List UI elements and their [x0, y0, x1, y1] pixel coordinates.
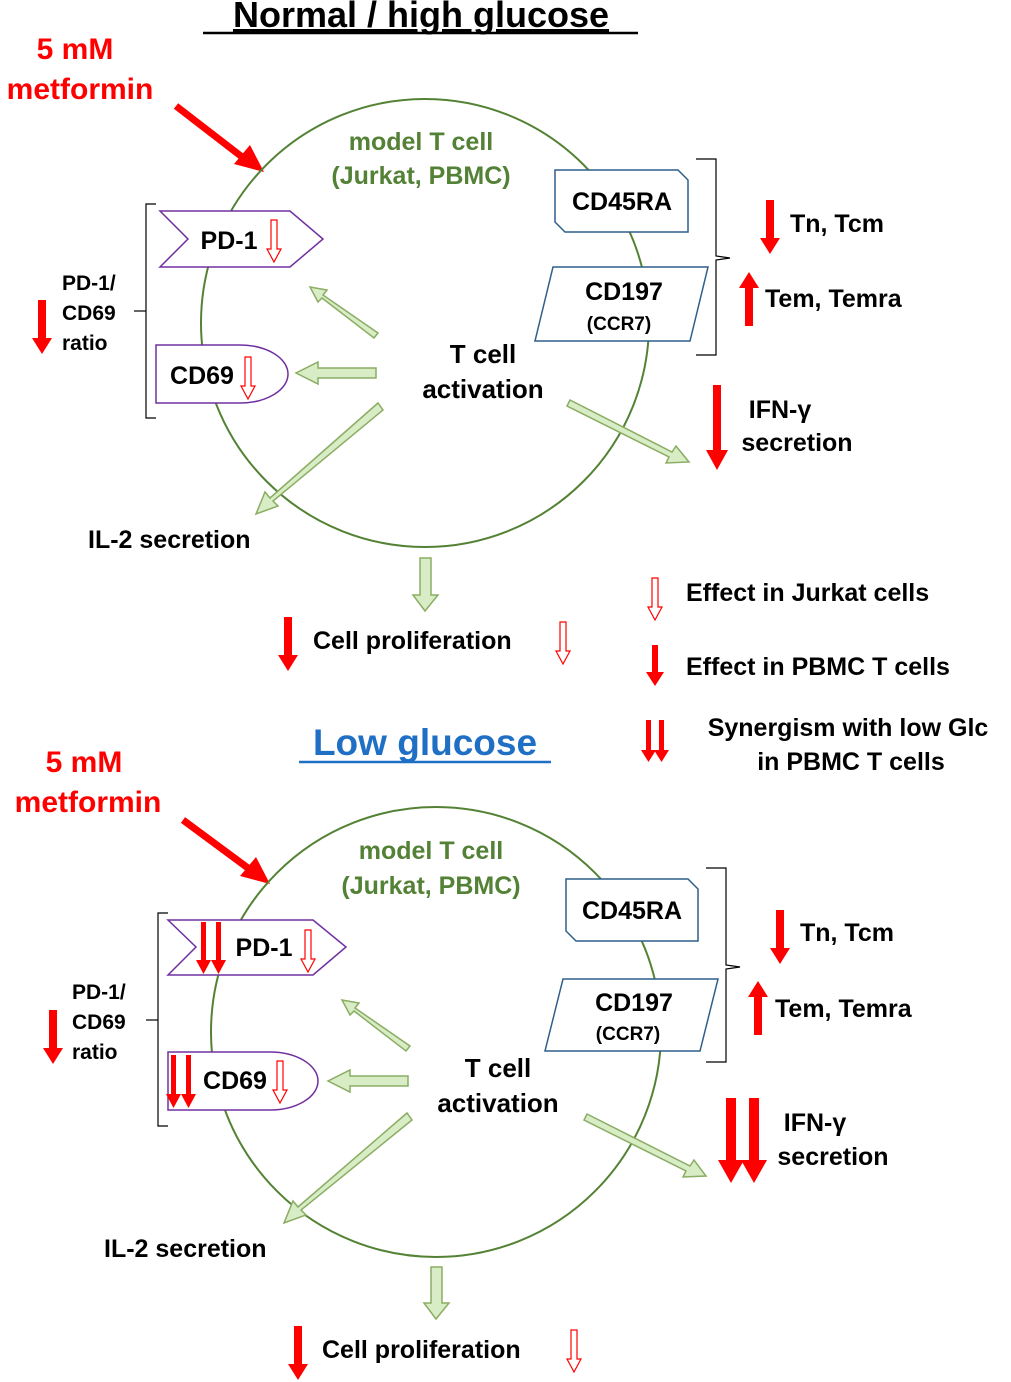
bottom-ratio-label-line2: CD69 — [72, 1011, 126, 1034]
bottom-tn-pbmc-arrow — [770, 910, 790, 964]
bottom-title: Low glucose — [313, 722, 537, 763]
legend-pbmc-label: Effect in PBMC T cells — [686, 653, 950, 681]
top-tn-pbmc-arrow — [760, 200, 780, 254]
top-cd197-label: CD197 — [585, 278, 663, 306]
bottom-ratio-label-line1: PD-1/ — [72, 981, 126, 1004]
top-drug-arrowhead — [234, 145, 264, 172]
top-activation-to-pd1-arrow — [308, 285, 380, 340]
bottom-drug-arrowhead — [240, 857, 270, 884]
bottom-tem-pbmc-arrow — [748, 981, 768, 1035]
legend-synergy-line2: in PBMC T cells — [757, 748, 945, 776]
legend-synergy-arrow-right — [654, 720, 669, 762]
bottom-cd197-label: CD197 — [595, 989, 673, 1017]
top-tn-tcm-label: Tn, Tcm — [790, 210, 884, 238]
top-cell-label-line1: model T cell — [349, 128, 493, 156]
bottom-proliferation-pbmc-arrow — [288, 1326, 308, 1380]
top-cd69-shape — [155, 344, 289, 404]
top-cd45ra-label: CD45RA — [572, 188, 672, 216]
top-ifn-label-line2: secretion — [741, 429, 852, 457]
top-cd45ra-box — [554, 169, 689, 233]
bottom-ratio-label-line3: ratio — [72, 1041, 118, 1064]
bottom-ifn-label-line2: secretion — [777, 1143, 888, 1171]
bottom-ifn-synergy-arrow-left — [718, 1098, 744, 1183]
bottom-activation-to-proliferation-arrow — [422, 1266, 451, 1321]
top-activation-line1: T cell — [450, 339, 516, 369]
top-panel: Normal / high glucose 5 mM metformin mod… — [7, 0, 903, 671]
legend-pbmc-arrow — [646, 645, 664, 686]
bottom-proliferation-label: Cell proliferation — [322, 1336, 521, 1364]
top-right-bracket — [696, 158, 731, 356]
bottom-panel: Low glucose 5 mM metformin model T cell … — [15, 722, 913, 1380]
top-title: Normal / high glucose — [233, 0, 609, 35]
top-tem-pbmc-arrow — [739, 272, 759, 326]
legend: Effect in Jurkat cells Effect in PBMC T … — [641, 577, 989, 776]
bottom-ifn-label-line1: IFN-γ — [784, 1109, 847, 1137]
bottom-pd1-label: PD-1 — [236, 934, 293, 962]
legend-synergy-arrow-left — [641, 720, 656, 762]
top-activation-to-ifn-arrow — [565, 398, 691, 464]
legend-jurkat-arrow — [647, 577, 663, 621]
bottom-drug-arrow — [180, 817, 255, 874]
top-ratio-label-line3: ratio — [62, 332, 108, 355]
top-activation-to-il2-arrow — [254, 401, 385, 516]
bottom-cell-label-line2: (Jurkat, PBMC) — [341, 872, 520, 900]
bottom-ratio-pbmc-arrow — [43, 1010, 63, 1064]
bottom-activation-line1: T cell — [465, 1053, 531, 1083]
bottom-drug-label-line1: 5 mM — [46, 746, 123, 779]
top-proliferation-pbmc-arrow — [278, 617, 298, 671]
bottom-tem-temra-label: Tem, Temra — [775, 995, 913, 1023]
bottom-activation-to-cd69-arrow — [326, 1068, 409, 1094]
bottom-cd69-label: CD69 — [203, 1067, 267, 1095]
bottom-proliferation-jurkat-arrow — [566, 1329, 582, 1373]
bottom-ifn-synergy-arrow-right — [741, 1098, 767, 1183]
bottom-cd69-synergy-arrow-right — [181, 1055, 196, 1108]
bottom-cd69-synergy-arrow-left — [166, 1055, 181, 1108]
top-ratio-pbmc-arrow — [32, 300, 52, 354]
bottom-drug-label-line2: metformin — [15, 786, 162, 819]
top-ccr7-label: (CCR7) — [587, 314, 651, 335]
legend-jurkat-label: Effect in Jurkat cells — [686, 579, 929, 607]
bottom-activation-to-il2-arrow — [282, 1111, 414, 1225]
bottom-ccr7-label: (CCR7) — [596, 1024, 660, 1045]
top-activation-to-proliferation-arrow — [411, 557, 440, 613]
top-ratio-label-line2: CD69 — [62, 302, 116, 325]
top-cd197-box — [534, 266, 709, 342]
bottom-pd1-synergy-arrow-right — [211, 922, 226, 974]
top-ifn-label-line1: IFN-γ — [749, 396, 812, 424]
bottom-cd45ra-box — [565, 878, 699, 942]
top-activation-line2: activation — [422, 374, 543, 404]
legend-synergy-line1: Synergism with low Glc — [708, 714, 989, 742]
top-drug-label-line2: metformin — [7, 73, 154, 106]
top-tem-temra-label: Tem, Temra — [765, 285, 903, 313]
top-il2-label: IL-2 secretion — [88, 526, 251, 554]
top-left-bracket — [145, 203, 156, 419]
top-proliferation-label: Cell proliferation — [313, 627, 512, 655]
bottom-pd1-synergy-arrow-left — [196, 922, 211, 974]
top-drug-arrow — [173, 103, 249, 163]
top-proliferation-jurkat-arrow — [555, 621, 571, 665]
bottom-right-bracket — [706, 867, 741, 1063]
top-activation-to-cd69-arrow — [294, 360, 377, 386]
top-cd69-label: CD69 — [170, 362, 234, 390]
top-ifn-pbmc-arrow — [706, 385, 728, 470]
top-cell-label-line2: (Jurkat, PBMC) — [331, 162, 510, 190]
bottom-activation-to-ifn-arrow — [582, 1112, 708, 1178]
bottom-cell-label-line1: model T cell — [359, 837, 503, 865]
top-ratio-label-line1: PD-1/ — [62, 272, 116, 295]
bottom-tn-tcm-label: Tn, Tcm — [800, 919, 894, 947]
bottom-il2-label: IL-2 secretion — [104, 1235, 267, 1263]
top-drug-label-line1: 5 mM — [37, 33, 114, 66]
bottom-cd197-box — [544, 978, 719, 1052]
top-pd1-chevron — [158, 210, 325, 268]
bottom-activation-to-pd1-arrow — [340, 998, 412, 1053]
bottom-activation-line2: activation — [437, 1088, 558, 1118]
top-pd1-label: PD-1 — [201, 227, 258, 255]
bottom-cd45ra-label: CD45RA — [582, 897, 682, 925]
